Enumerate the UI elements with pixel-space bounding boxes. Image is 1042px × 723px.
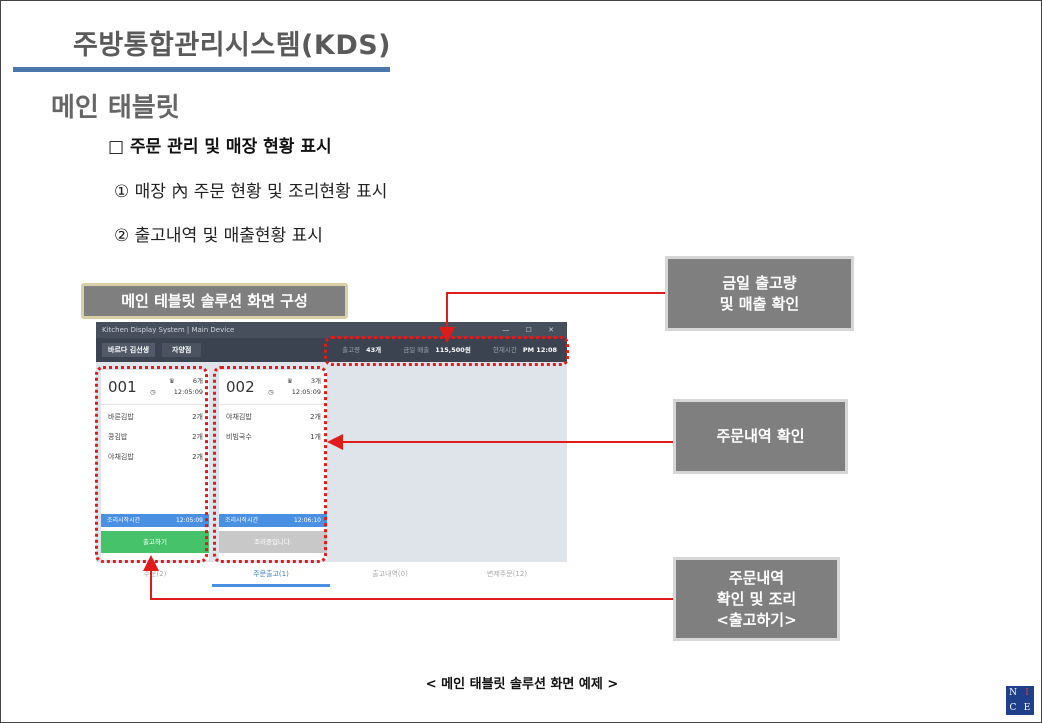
callout-line: 확인 및 조리 — [716, 589, 797, 608]
cook-start-label: 조리시작시간 — [225, 517, 259, 524]
order-line: 야채김밥 2개 — [108, 452, 203, 462]
section-heading: □ 주문 관리 및 매장 현황 표시 — [108, 137, 332, 157]
crown-icon: ♛ — [287, 377, 293, 385]
callout-line: 금일 출고량 — [722, 273, 797, 292]
order-meta: ♛ 6개 ◷ 12:05:09 — [150, 376, 203, 398]
callout-line: <출고하기> — [716, 610, 797, 629]
highlight-order-card-2 — [213, 366, 327, 563]
time-label: 현재시간 — [492, 346, 517, 354]
cook-start-time: 12:05:09 — [176, 517, 203, 524]
order-number: 001 — [108, 378, 137, 396]
nav-tab-store-brand[interactable]: 바르다 김선생 — [102, 343, 156, 357]
menu-name: 콩김밥 — [108, 433, 128, 441]
cooking-status-button[interactable]: 조리중입니다. — [219, 531, 327, 553]
menu-qty: 2개 — [310, 413, 321, 421]
callout-line: 주문내역 — [728, 568, 785, 587]
clock-icon: ◷ — [268, 388, 274, 396]
highlight-order-card-1 — [95, 366, 208, 563]
tab-release-history[interactable]: 출고내역(0) — [372, 570, 408, 578]
screen-composition-badge: 메인 테블릿 솔루션 화면 구성 — [81, 283, 348, 319]
title-underline — [13, 67, 390, 72]
daily-stats: 출고량 43개 금일 매출 115,500원 현재시간 PM 12:08 — [342, 338, 557, 362]
tab-refund-orders[interactable]: 변제주문(12) — [486, 570, 528, 578]
app-window-title: Kitchen Display System | Main Device — [102, 326, 235, 334]
clock-icon: ◷ — [150, 388, 156, 396]
cook-start-label: 조리시작시간 — [107, 517, 141, 524]
slide-subtitle: 메인 태블릿 — [51, 93, 180, 123]
time-value: PM 12:08 — [522, 346, 557, 354]
order-card-002[interactable]: 002 ♛ 3개 ◷ 12:05:09 야채김밥 2개 비빔국수 1개 조리시작시간 12… — [219, 370, 327, 560]
menu-name: 야채김밥 — [226, 413, 252, 421]
sales-label: 금일 매출 — [403, 346, 430, 354]
crown-icon: ♛ — [169, 377, 175, 385]
cook-start-bar: 조리시작시간 12:05:09 — [101, 514, 209, 527]
callout-line: 및 매출 확인 — [719, 294, 800, 313]
nav-tab-branch[interactable]: 자양점 — [162, 343, 202, 357]
bullet-item-2: ② 출고내역 및 매출현황 표시 — [114, 226, 323, 246]
menu-qty: 1개 — [310, 433, 321, 441]
tab-orders[interactable]: 주문(2) — [143, 570, 167, 578]
menu-qty: 2개 — [192, 413, 203, 421]
order-divider — [101, 404, 209, 405]
order-line: 야채김밥 2개 — [226, 412, 321, 422]
cook-start-bar: 조리시작시간 12:06:10 — [219, 514, 327, 527]
release-button[interactable]: 출고하기 — [101, 531, 209, 553]
callout-line: 주문내역 확인 — [716, 427, 805, 445]
sales-value: 115,500원 — [435, 346, 471, 354]
highlight-stats — [324, 336, 569, 366]
active-tab-underline — [212, 584, 330, 587]
slide-title: 주방통합관리시스템(KDS) — [73, 30, 392, 61]
bullet-item-1: ① 매장 內 주문 현황 및 조리현황 표시 — [114, 182, 388, 202]
order-line: 콩김밥 2개 — [108, 432, 203, 442]
order-time: 12:05:09 — [173, 388, 203, 396]
output-value: 43개 — [366, 346, 382, 354]
order-divider — [219, 404, 327, 405]
order-line: 바른김밥 2개 — [108, 412, 203, 422]
order-count: 3개 — [310, 377, 321, 385]
menu-qty: 2개 — [192, 433, 203, 441]
order-count: 6개 — [192, 377, 203, 385]
cook-start-time: 12:06:10 — [294, 517, 321, 524]
nice-logo: N I C E — [1006, 686, 1034, 715]
order-number: 002 — [226, 378, 255, 396]
order-card-001[interactable]: 001 ♛ 6개 ◷ 12:05:09 바른김밥 2개 콩김밥 2개 야채김밥 2개 조리… — [101, 370, 209, 560]
bottom-tab-bar: 주문(2) 주문출고(1) 출고내역(0) 변제주문(12) — [96, 564, 567, 590]
menu-name: 바른김밥 — [108, 413, 134, 421]
menu-name: 비빔국수 — [226, 433, 252, 441]
output-label: 출고량 — [342, 346, 361, 354]
tab-order-release[interactable]: 주문출고(1) — [253, 570, 289, 578]
figure-caption: < 메인 태블릿 솔루션 화면 예제 > — [425, 677, 619, 692]
order-time: 12:05:09 — [291, 388, 321, 396]
callout-order-release: 주문내역 확인 및 조리 <출고하기> — [673, 557, 840, 641]
order-meta: ♛ 3개 ◷ 12:05:09 — [268, 376, 321, 398]
callout-daily-output: 금일 출고량 및 매출 확인 — [665, 256, 854, 331]
callout-order-history: 주문내역 확인 — [673, 399, 848, 474]
menu-name: 야채김밥 — [108, 453, 134, 461]
menu-qty: 2개 — [192, 453, 203, 461]
order-line: 비빔국수 1개 — [226, 432, 321, 442]
